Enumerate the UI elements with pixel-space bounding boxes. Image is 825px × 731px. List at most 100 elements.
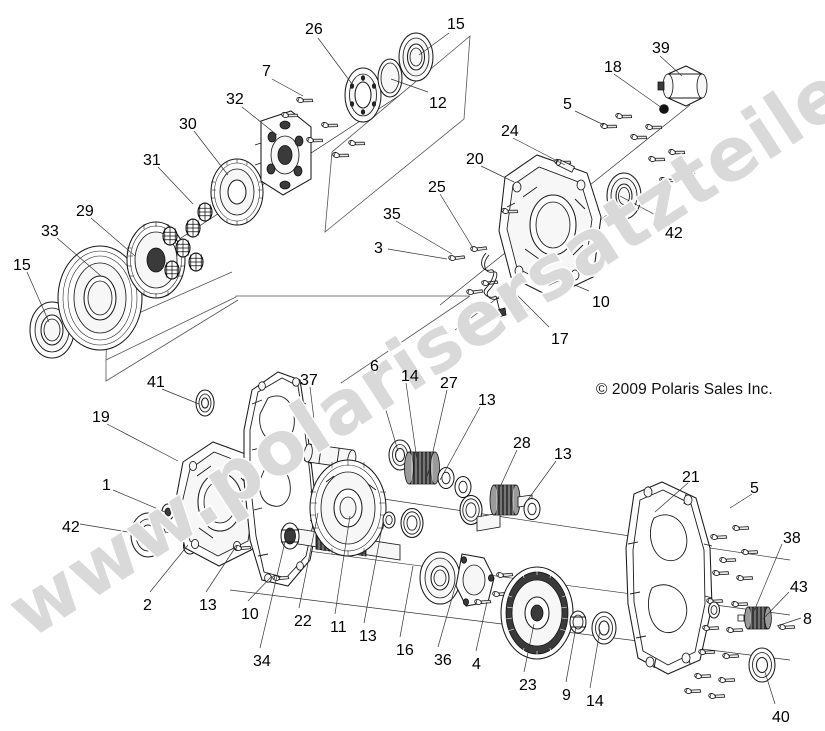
leader-line: [751, 543, 783, 617]
part-cover-21: [625, 481, 713, 675]
callout-number-31[interactable]: 31: [143, 152, 161, 169]
callout-number-15[interactable]: 15: [447, 16, 465, 33]
leader-line: [418, 32, 450, 56]
leader-line: [439, 406, 481, 481]
callout-number-13[interactable]: 13: [554, 446, 572, 463]
leader-line: [764, 671, 776, 705]
callout-number-32[interactable]: 32: [226, 91, 244, 108]
callout-number-14[interactable]: 14: [586, 693, 604, 710]
callout-number-29[interactable]: 29: [76, 203, 94, 220]
part-housing-19: [174, 441, 264, 567]
leader-line: [390, 78, 429, 93]
callout-number-11[interactable]: 11: [330, 619, 347, 636]
callout-number-38[interactable]: 38: [783, 530, 801, 547]
part-carrier-32: [254, 110, 312, 196]
callout-number-25[interactable]: 25: [428, 179, 446, 196]
part-seal-42-left: [130, 512, 166, 558]
leader-line: [298, 512, 319, 609]
callout-number-5[interactable]: 5: [563, 96, 572, 113]
callout-number-19[interactable]: 19: [92, 409, 110, 426]
callout-number-4[interactable]: 4: [472, 656, 481, 673]
callout-number-10[interactable]: 10: [241, 606, 259, 623]
callout-number-14[interactable]: 14: [401, 368, 419, 385]
leader-line: [437, 576, 459, 648]
leader-line: [271, 78, 304, 97]
callout-number-37[interactable]: 37: [300, 372, 318, 389]
callout-number-6[interactable]: 6: [370, 358, 379, 375]
leader-line: [106, 423, 179, 462]
callout-number-3[interactable]: 3: [374, 240, 383, 257]
part-washer-13d: [382, 511, 396, 529]
callout-number-5[interactable]: 5: [750, 480, 759, 497]
part-gear-14-upper: [404, 451, 440, 485]
callout-number-42[interactable]: 42: [665, 225, 683, 242]
part-washer-38: [707, 601, 721, 619]
callout-number-9[interactable]: 9: [562, 687, 571, 704]
leader-line: [405, 382, 419, 468]
callout-number-21[interactable]: 21: [682, 469, 700, 486]
callout-number-24[interactable]: 24: [501, 123, 519, 140]
callout-number-13[interactable]: 13: [199, 597, 217, 614]
leader-line: [79, 523, 141, 535]
leader-line: [574, 110, 605, 126]
callout-number-8[interactable]: 8: [803, 611, 812, 628]
part-shaft-28: [476, 484, 533, 532]
part-bolts-25-3-35: [447, 242, 499, 299]
callout-number-30[interactable]: 30: [179, 116, 197, 133]
leader-line: [387, 248, 448, 260]
part-linkage-17: [481, 252, 507, 318]
leader-line: [309, 386, 319, 453]
callout-number-7[interactable]: 7: [262, 63, 271, 80]
part-gear-30: [210, 158, 264, 226]
leader-line: [523, 460, 557, 506]
leader-line: [565, 626, 577, 683]
leader-line: [504, 282, 550, 328]
leader-line: [56, 237, 102, 277]
leader-line: [334, 515, 351, 615]
leader-line: [589, 629, 601, 689]
callout-number-33[interactable]: 33: [41, 223, 59, 240]
part-bearing-16: [400, 507, 424, 539]
assembly-main-lower: [130, 371, 796, 703]
callout-number-15[interactable]: 15: [13, 257, 31, 274]
callout-number-35[interactable]: 35: [383, 206, 401, 223]
leader-line: [247, 575, 273, 602]
callout-number-41[interactable]: 41: [147, 374, 165, 391]
callout-number-10[interactable]: 10: [592, 294, 610, 311]
callout-number-1[interactable]: 1: [102, 477, 111, 494]
callout-number-17[interactable]: 17: [551, 331, 569, 348]
callout-number-43[interactable]: 43: [790, 579, 808, 596]
assembly-top-right: [439, 65, 708, 331]
callout-number-20[interactable]: 20: [466, 151, 484, 168]
callout-number-18[interactable]: 18: [604, 59, 622, 76]
leader-line: [399, 565, 414, 638]
leader-line: [659, 55, 683, 77]
callout-number-22[interactable]: 22: [294, 613, 312, 630]
leader-line: [395, 220, 453, 255]
leader-line: [241, 106, 278, 136]
part-bearing-14-lower: [591, 611, 617, 645]
callout-number-13[interactable]: 13: [478, 392, 496, 409]
callout-number-16[interactable]: 16: [396, 642, 414, 659]
callout-number-42[interactable]: 42: [62, 519, 80, 536]
leader-line: [439, 193, 474, 249]
leader-line: [259, 528, 289, 649]
callout-number-12[interactable]: 12: [429, 95, 447, 112]
part-main-case: [243, 371, 319, 587]
part-bearing-40: [748, 647, 776, 683]
part-bearing-6-lower: [419, 551, 461, 605]
callout-number-39[interactable]: 39: [652, 40, 670, 57]
callout-number-28[interactable]: 28: [513, 435, 531, 452]
callout-number-36[interactable]: 36: [434, 652, 452, 669]
callout-number-40[interactable]: 40: [772, 709, 790, 726]
callout-number-2[interactable]: 2: [143, 597, 152, 614]
callout-number-27[interactable]: 27: [440, 375, 458, 392]
callout-number-26[interactable]: 26: [305, 21, 323, 38]
callout-number-34[interactable]: 34: [253, 653, 271, 670]
group-frame-top-right: [324, 35, 471, 233]
callout-number-23[interactable]: 23: [519, 677, 537, 694]
callout-number-13[interactable]: 13: [359, 628, 377, 645]
leader-line: [499, 449, 518, 488]
callout-leader-lines: [26, 32, 802, 705]
